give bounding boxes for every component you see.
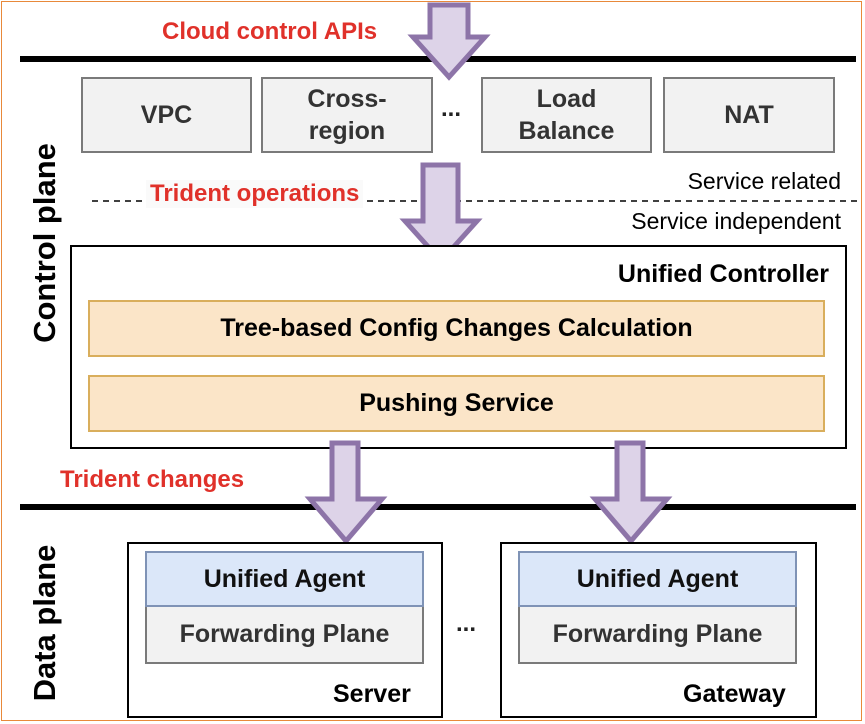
arrow-down-icon xyxy=(407,2,491,81)
forwarding-label: Forwarding Plane xyxy=(552,620,763,648)
config-calculation-module: Tree-based Config Changes Calculation xyxy=(88,300,825,357)
trident-changes-label: Trident changes xyxy=(60,466,245,493)
cloud-control-apis-label: Cloud control APIs xyxy=(162,18,378,45)
control-plane-label: Control plane xyxy=(27,143,62,343)
nodes-ellipsis: ... xyxy=(456,610,477,637)
service-box-vpc: VPC xyxy=(81,77,252,153)
gateway-unified-agent: Unified Agent xyxy=(518,551,797,607)
arrow-down-icon xyxy=(589,440,673,545)
agent-label: Unified Agent xyxy=(576,564,739,593)
service-label: VPC xyxy=(140,101,193,129)
service-box-load-balance: Load Balance xyxy=(481,77,652,153)
pushing-service-module: Pushing Service xyxy=(88,375,825,432)
service-related-label: Service related xyxy=(687,168,841,194)
gateway-forwarding-plane: Forwarding Plane xyxy=(518,607,797,664)
service-divider-dashed xyxy=(92,200,862,202)
forwarding-label: Forwarding Plane xyxy=(179,620,390,648)
module-label: Pushing Service xyxy=(359,389,554,417)
arrow-down-icon xyxy=(304,440,388,545)
service-label: Cross- region xyxy=(307,85,387,145)
trident-operations-label: Trident operations xyxy=(146,180,364,208)
service-independent-label: Service independent xyxy=(631,208,841,234)
services-ellipsis: ... xyxy=(441,95,462,122)
module-label: Tree-based Config Changes Calculation xyxy=(220,314,693,342)
agent-label: Unified Agent xyxy=(203,564,366,593)
service-label: Load Balance xyxy=(518,85,615,145)
server-forwarding-plane: Forwarding Plane xyxy=(145,607,424,664)
server-node-label: Server xyxy=(333,680,411,708)
server-unified-agent: Unified Agent xyxy=(145,551,424,607)
gateway-node-label: Gateway xyxy=(683,680,786,708)
unified-controller-title: Unified Controller xyxy=(617,260,829,288)
service-box-nat: NAT xyxy=(663,77,835,153)
arrow-down-icon xyxy=(399,162,483,265)
service-label: NAT xyxy=(724,101,774,129)
data-plane-label: Data plane xyxy=(27,544,62,702)
data-plane-top-line xyxy=(20,504,856,510)
service-box-cross-region: Cross- region xyxy=(261,77,433,153)
